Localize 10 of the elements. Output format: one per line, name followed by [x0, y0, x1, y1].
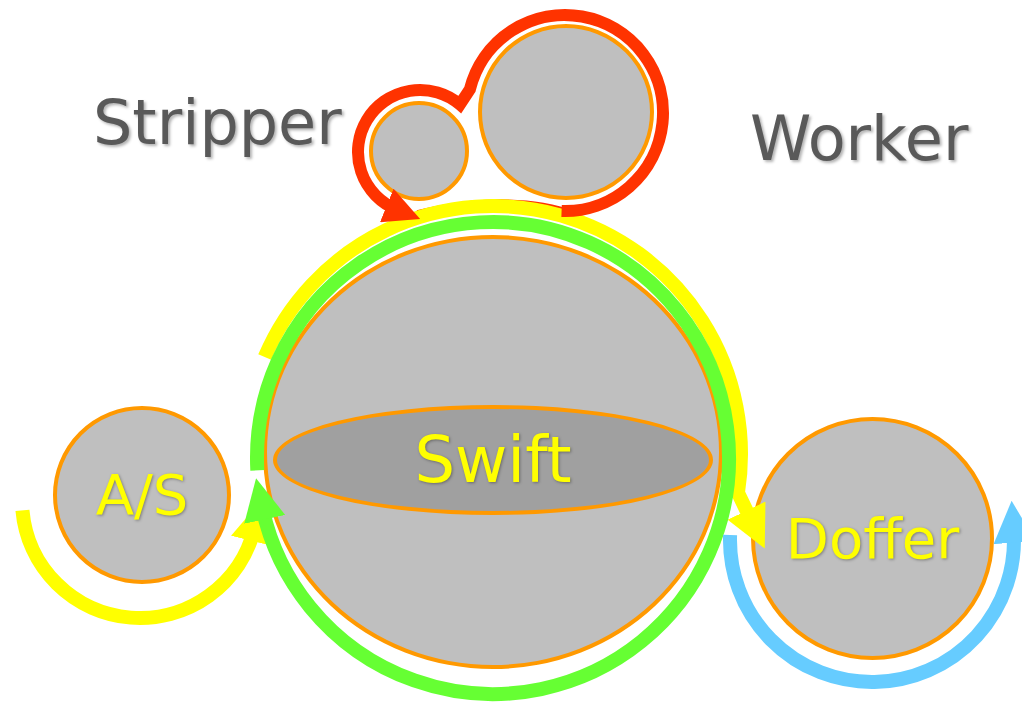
arrow: [245, 215, 736, 701]
roller-label: A/S: [95, 467, 189, 523]
roller-circle: [478, 24, 654, 200]
arrow: [352, 9, 669, 222]
roller-label: Doffer: [785, 510, 960, 567]
roller-name: Worker: [750, 108, 969, 170]
roller-circle: [369, 101, 469, 201]
roller-label: Swift: [414, 428, 572, 492]
arrow: [723, 500, 1022, 689]
arrow: [258, 199, 766, 549]
